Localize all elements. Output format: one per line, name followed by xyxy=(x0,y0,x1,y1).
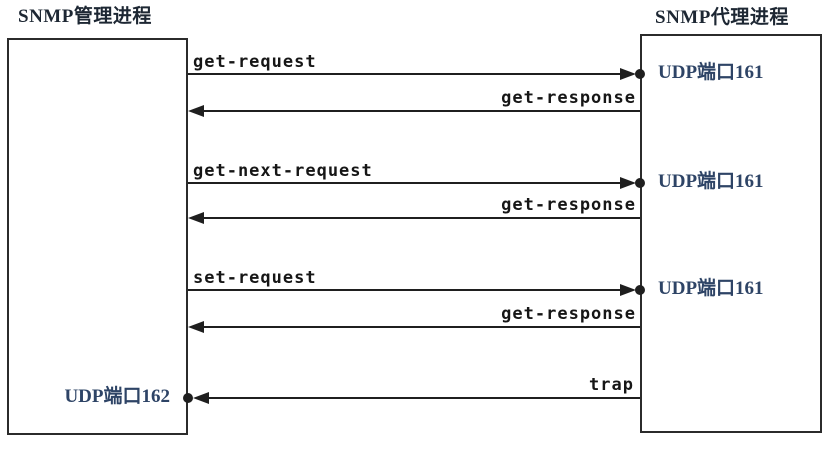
arrowhead-left-icon xyxy=(188,321,204,333)
message-label: get-response xyxy=(501,304,636,324)
agent-process-title: SNMP代理进程 xyxy=(655,7,789,28)
arrowhead-left-icon xyxy=(188,212,204,224)
endpoint-dot xyxy=(635,285,645,295)
endpoint-dot xyxy=(635,178,645,188)
message-label: get-response xyxy=(501,195,636,215)
message-label: get-request xyxy=(193,52,317,72)
message-line xyxy=(188,182,622,184)
arrowhead-right-icon xyxy=(620,284,636,296)
message-label: set-request xyxy=(193,268,317,288)
manager-udp-port-162-label: UDP端口162 xyxy=(64,386,170,407)
agent-udp-port-161-label-3: UDP端口161 xyxy=(658,278,764,299)
manager-process-box xyxy=(7,38,188,435)
endpoint-dot xyxy=(635,69,645,79)
message-line xyxy=(188,289,622,291)
arrowhead-right-icon xyxy=(620,177,636,189)
message-line xyxy=(202,326,640,328)
arrowhead-right-icon xyxy=(620,68,636,80)
manager-process-title: SNMP管理进程 xyxy=(18,6,152,27)
message-label: trap xyxy=(589,375,634,395)
message-label: get-next-request xyxy=(193,161,373,181)
message-line xyxy=(188,73,622,75)
agent-udp-port-161-label-1: UDP端口161 xyxy=(658,62,764,83)
message-line xyxy=(202,110,640,112)
agent-udp-port-161-label-2: UDP端口161 xyxy=(658,171,764,192)
arrowhead-left-icon xyxy=(188,105,204,117)
agent-process-box xyxy=(640,34,822,433)
arrowhead-left-icon xyxy=(193,392,209,404)
endpoint-dot xyxy=(183,393,193,403)
message-line xyxy=(207,397,640,399)
message-label: get-response xyxy=(501,88,636,108)
message-line xyxy=(202,217,640,219)
